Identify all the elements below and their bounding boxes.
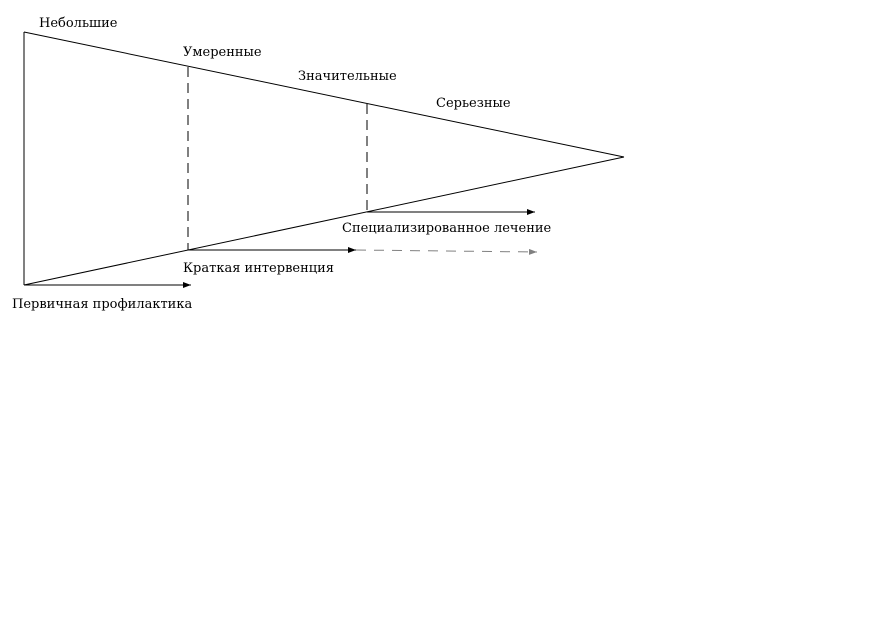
label-primary-prevention: Первичная профилактика: [12, 297, 192, 312]
wedge-top-edge: [23, 31, 625, 158]
wedge-bottom-edge: [23, 156, 625, 286]
label-moderate: Умеренные: [183, 45, 262, 60]
label-specialized-treatment: Специализированное лечение: [342, 221, 552, 236]
label-brief-intervention: Краткая интервенция: [183, 261, 334, 276]
label-minor: Небольшие: [39, 16, 118, 31]
label-serious: Серьезные: [436, 96, 511, 111]
arrow-brief-intervention-extension: [355, 248, 538, 255]
label-significant: Значительные: [298, 69, 397, 84]
